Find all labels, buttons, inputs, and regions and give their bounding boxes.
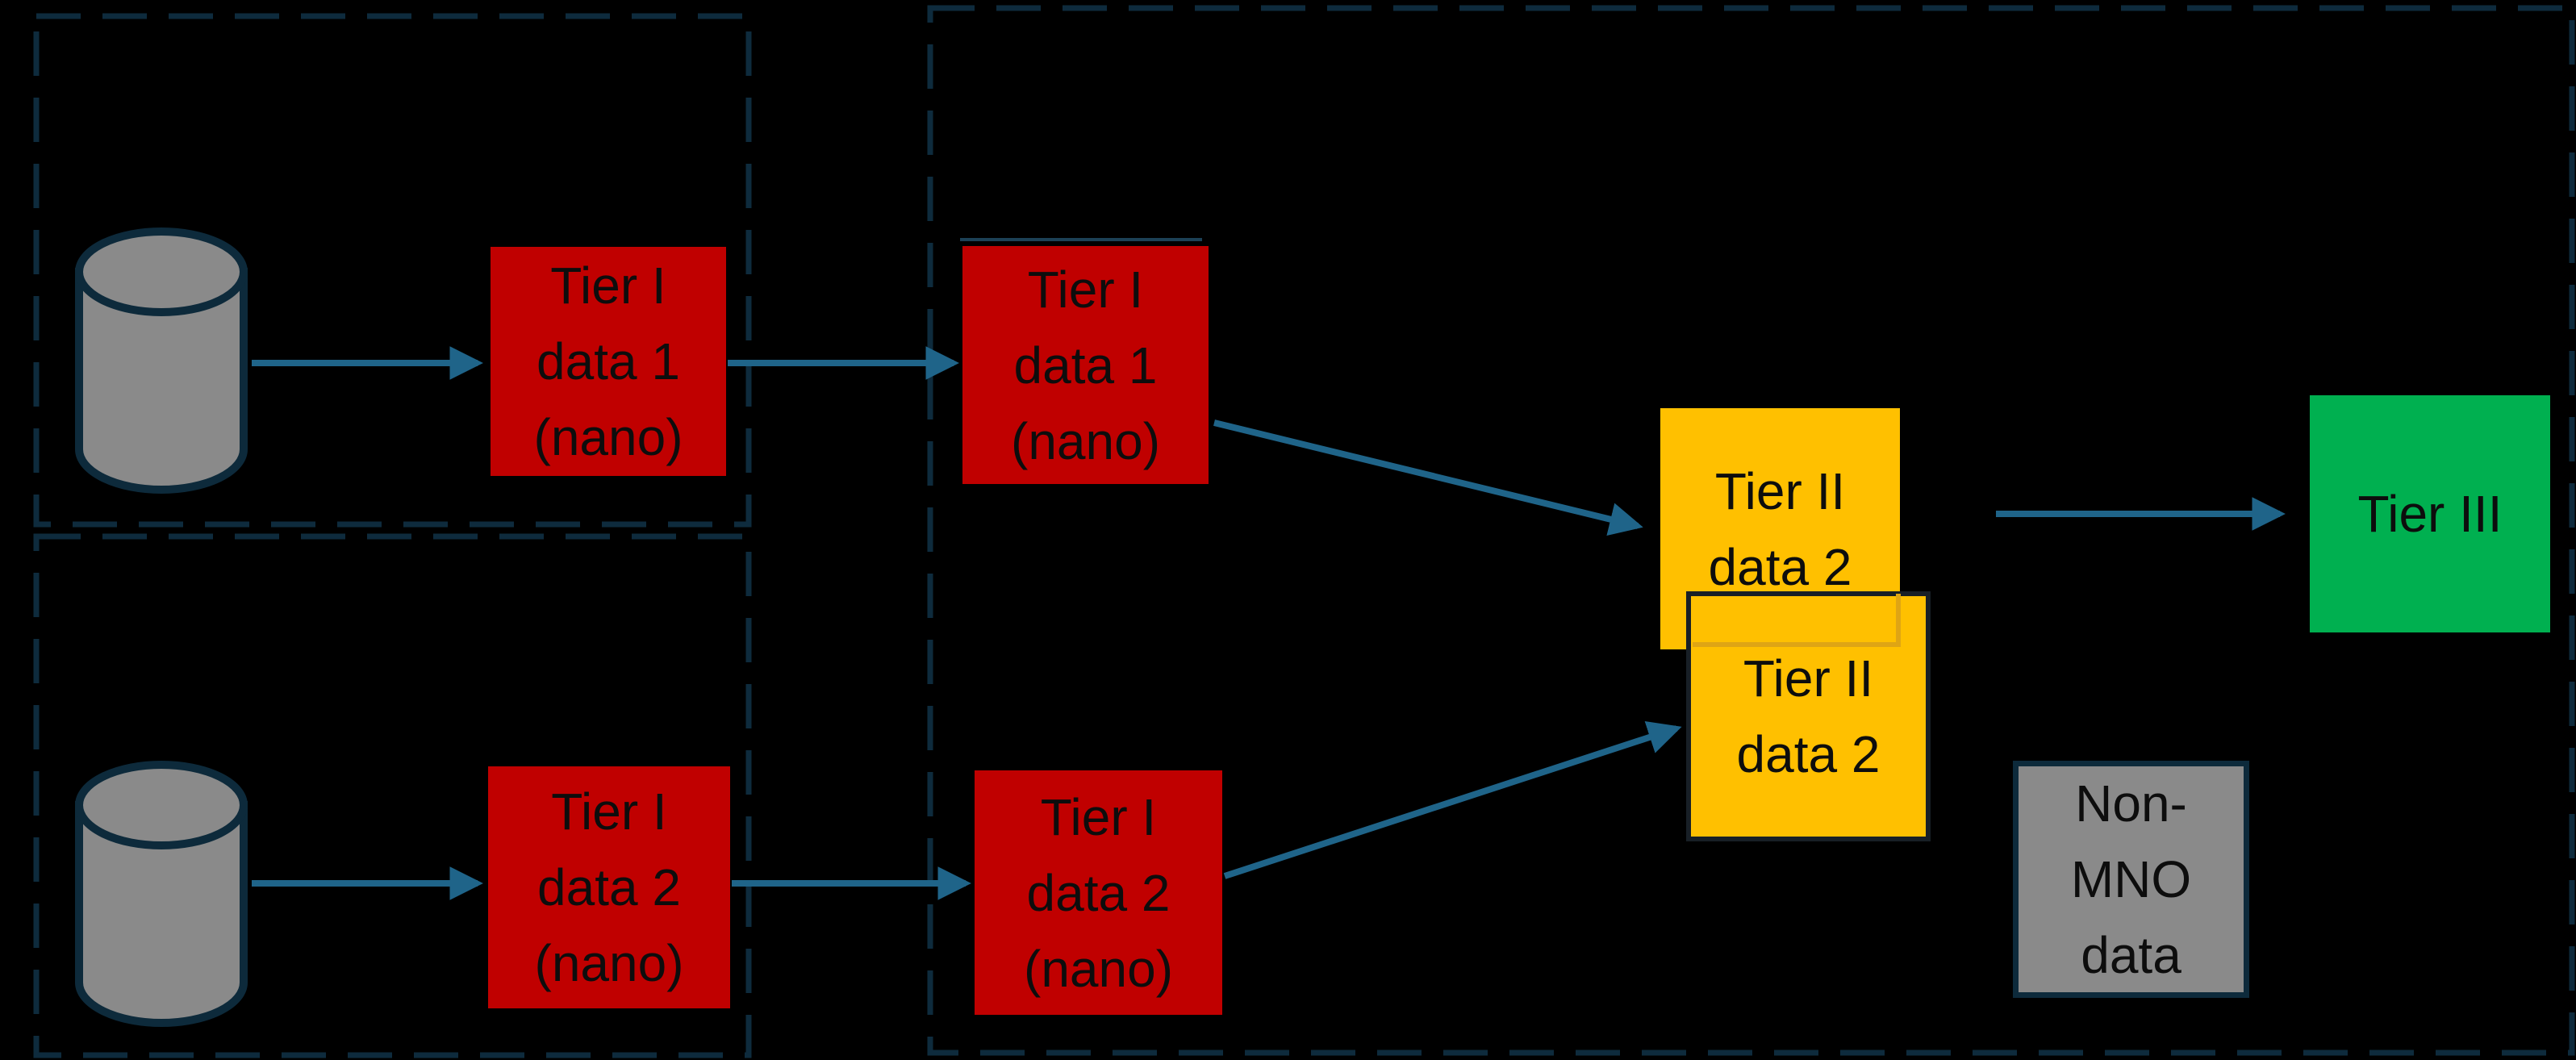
database-cylinder-icon (75, 761, 248, 1027)
database-cylinder-body (75, 268, 248, 494)
node-label-line: Tier II (1714, 461, 1846, 520)
node-label-line: (nano) (533, 408, 683, 466)
node-tier1-data1-platform: Tier I data 1 (nano) (962, 246, 1209, 484)
dashed-group-source-2 (33, 533, 752, 1058)
node-label-line: data 2 (1736, 725, 1881, 783)
node-label-line: Tier I (551, 782, 667, 841)
node-label-line: data 2 (1708, 537, 1852, 596)
database-cylinder-body (75, 801, 248, 1027)
node-label-line: data (2081, 926, 2181, 984)
node-tier1-data2-source: Tier I data 2 (nano) (488, 766, 730, 1008)
node-label-line: Tier II (1743, 649, 1874, 707)
node-tier2-data2-front-card: Tier II data 2 (1686, 591, 1931, 841)
node-label-line: data 1 (536, 332, 680, 390)
dashed-group-platform (927, 5, 2575, 1056)
node-non-mno-data: Non-MNO data (2013, 761, 2249, 998)
node-label-line: data 1 (1013, 336, 1158, 394)
node-label-line: (nano) (1011, 411, 1160, 470)
node-tier1-data1-source: Tier I data 1 (nano) (491, 247, 726, 476)
node-label-line: Tier I (550, 257, 666, 315)
database-cylinder-top (75, 761, 248, 849)
node-label-line: Tier III (2357, 485, 2503, 543)
node-tier1-data2-platform: Tier I data 2 (nano) (975, 770, 1222, 1015)
dashed-group-source-1 (33, 13, 752, 528)
node-tier3: Tier III (2310, 395, 2550, 632)
arrow-tier1-data2-to-tier2 (1223, 720, 1682, 879)
stray-rule-line (960, 238, 1202, 241)
node-label-line: Tier I (1040, 787, 1157, 846)
database-cylinder-top (75, 227, 248, 316)
database-cylinder-icon (75, 227, 248, 494)
node-label-line: Tier I (1027, 260, 1144, 319)
node-label-line: data 2 (537, 858, 681, 916)
node-label-line: Non-MNO (2070, 774, 2192, 908)
node-label-line: (nano) (534, 934, 684, 992)
node-label-line: data 2 (1026, 863, 1171, 922)
node-label-line: (nano) (1024, 939, 1173, 998)
arrow-tier1-data1-to-tier2 (1213, 419, 1643, 536)
